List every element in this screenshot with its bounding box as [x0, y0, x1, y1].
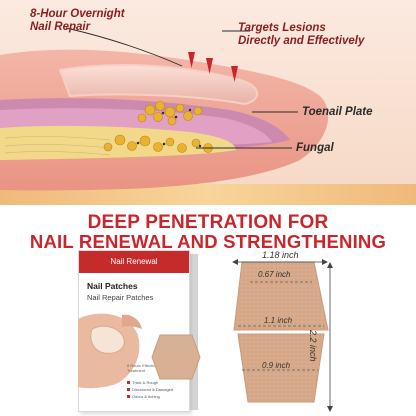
feature-text: Odour & Itching: [132, 394, 160, 399]
box-feature-item: Discolored & Damaged: [127, 386, 187, 393]
box-side-panel: [188, 254, 198, 410]
bullet-icon: [127, 381, 130, 384]
height-dimension-line: [327, 262, 333, 412]
box-feature-item: Odour & Itching: [127, 393, 187, 400]
width-dimension-line: [232, 259, 328, 265]
toe-photo: [78, 313, 142, 389]
overnight-label-line2: Nail Repair: [30, 21, 91, 33]
bullet-icon: [127, 388, 130, 391]
targets-label-line1: Targets Lesions: [238, 22, 326, 34]
headline-line1: DEEP PENETRATION FOR: [87, 212, 329, 233]
feature-text: Thick & Rough: [132, 380, 159, 385]
targets-lesions-label: Targets Lesions Directly and Effectively: [238, 22, 364, 48]
headline-line2: NAIL RENEWAL AND STRENGTHENING: [29, 231, 387, 252]
box-red-band: [79, 251, 189, 273]
bullet-icon: [127, 395, 130, 398]
box-subtitle: Nail Repair Patches: [87, 293, 154, 302]
height-right-label: 2.2 inch: [308, 330, 318, 362]
targets-label-line2: Directly and Effectively: [238, 35, 365, 47]
box-feature-list: Thick & Rough Discolored & Damaged Odour…: [127, 379, 187, 400]
toenail-plate-label: Toenail Plate: [302, 106, 373, 118]
feature-text: Discolored & Damaged: [132, 387, 174, 392]
upper-width-label: 0.67 inch: [258, 270, 291, 279]
overnight-repair-label: 8-Hour Overnight Nail Repair: [30, 8, 125, 34]
fungal-label: Fungal: [296, 142, 334, 154]
box-footnote: 8 Hours Effective All Night Treatment: [127, 363, 174, 373]
box-title: Nail Patches: [87, 281, 138, 291]
product-box: Nail Renewal Nail Patches Nail Repair Pa…: [78, 250, 200, 412]
patch-sample-small: [151, 334, 201, 380]
width-top-label: 1.18 inch: [262, 250, 299, 260]
lower-width-label: 0.9 inch: [262, 361, 291, 370]
overnight-label-line1: 8-Hour Overnight: [30, 8, 125, 20]
box-front-panel: Nail Renewal Nail Patches Nail Repair Pa…: [78, 250, 190, 412]
nail-cross-section-image: [0, 0, 416, 205]
box-brand: Nail Renewal: [110, 257, 158, 266]
box-feature-item: Thick & Rough: [127, 379, 187, 386]
nail-anatomy-illustration: 8-Hour Overnight Nail Repair Targets Les…: [0, 0, 416, 205]
middle-width-label: 1.1 inch: [264, 316, 293, 325]
